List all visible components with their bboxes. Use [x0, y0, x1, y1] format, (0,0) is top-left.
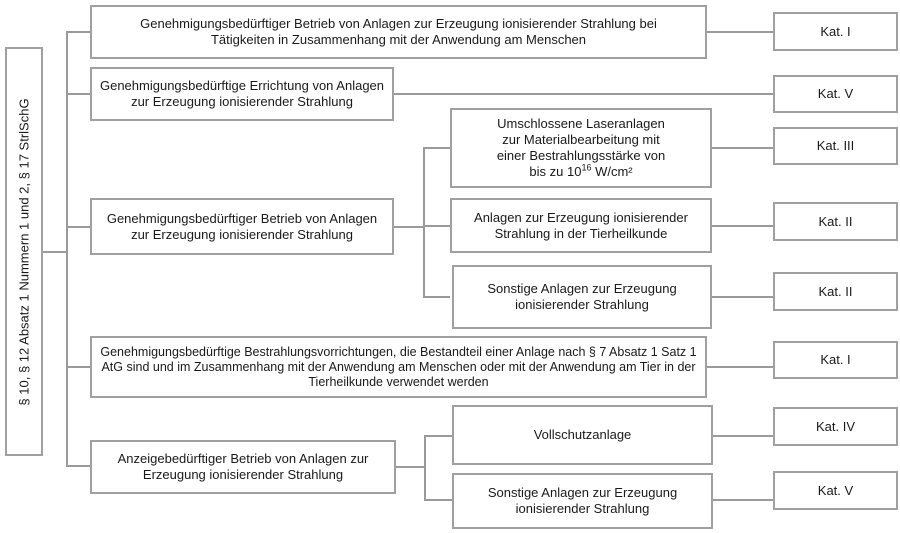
category-badge: Kat. IV [773, 407, 898, 446]
branch-box-licensed-operation: Genehmigungsbedürftiger Betrieb von Anla… [90, 198, 394, 255]
category-badge: Kat. V [773, 75, 898, 113]
connector [424, 435, 426, 501]
connector [712, 225, 773, 227]
sub-box-other-systems-notifiable: Sonstige Anlagen zur Erzeugung ionisiere… [452, 473, 713, 529]
connector [713, 435, 773, 437]
root-legal-basis-box: § 10, § 12 Absatz 1 Nummern 1 und 2, § 1… [5, 47, 43, 456]
branch-box-licensed-operation-human: Genehmigungsbedürftiger Betrieb von Anla… [90, 5, 707, 59]
connector [423, 296, 450, 298]
connector [424, 435, 452, 437]
branch-box-irradiation-devices: Genehmigungsbedürftige Bestrahlungsvorri… [90, 336, 707, 398]
connector [423, 147, 450, 149]
connector [424, 499, 452, 501]
connector [66, 93, 90, 95]
category-badge: Kat. V [773, 471, 898, 510]
connector [423, 147, 425, 298]
connector [394, 226, 425, 228]
connector [66, 465, 90, 467]
category-badge: Kat. II [773, 202, 898, 241]
connector [396, 466, 426, 468]
branch-box-licensed-construction: Genehmigungsbedürftige Errichtung von An… [90, 67, 394, 121]
category-badge: Kat. II [773, 272, 898, 311]
connector [66, 226, 90, 228]
category-badge: Kat. I [773, 12, 898, 51]
connector [66, 31, 68, 467]
connector [707, 366, 773, 368]
connector [712, 296, 773, 298]
sub-box-other-systems-licensed: Sonstige Anlagen zur Erzeugung ionisiere… [452, 265, 712, 329]
sub-box-veterinary-systems: Anlagen zur Erzeugung ionisierender Stra… [450, 198, 712, 253]
connector [713, 499, 773, 501]
sub-box-full-protection: Vollschutzanlage [452, 405, 713, 465]
category-badge: Kat. I [773, 341, 898, 379]
root-label: § 10, § 12 Absatz 1 Nummern 1 und 2, § 1… [16, 97, 32, 406]
connector [66, 31, 90, 33]
connector [423, 225, 450, 227]
category-badge: Kat. III [773, 127, 898, 165]
connector [42, 251, 68, 253]
branch-box-notifiable-operation: Anzeigebedürftiger Betrieb von Anlagen z… [90, 440, 396, 494]
connector [66, 366, 90, 368]
sub-box-laser-systems: Umschlossene Laseranlagen zur Materialbe… [450, 108, 712, 188]
connector [394, 93, 773, 95]
connector [712, 147, 773, 149]
connector [707, 31, 773, 33]
